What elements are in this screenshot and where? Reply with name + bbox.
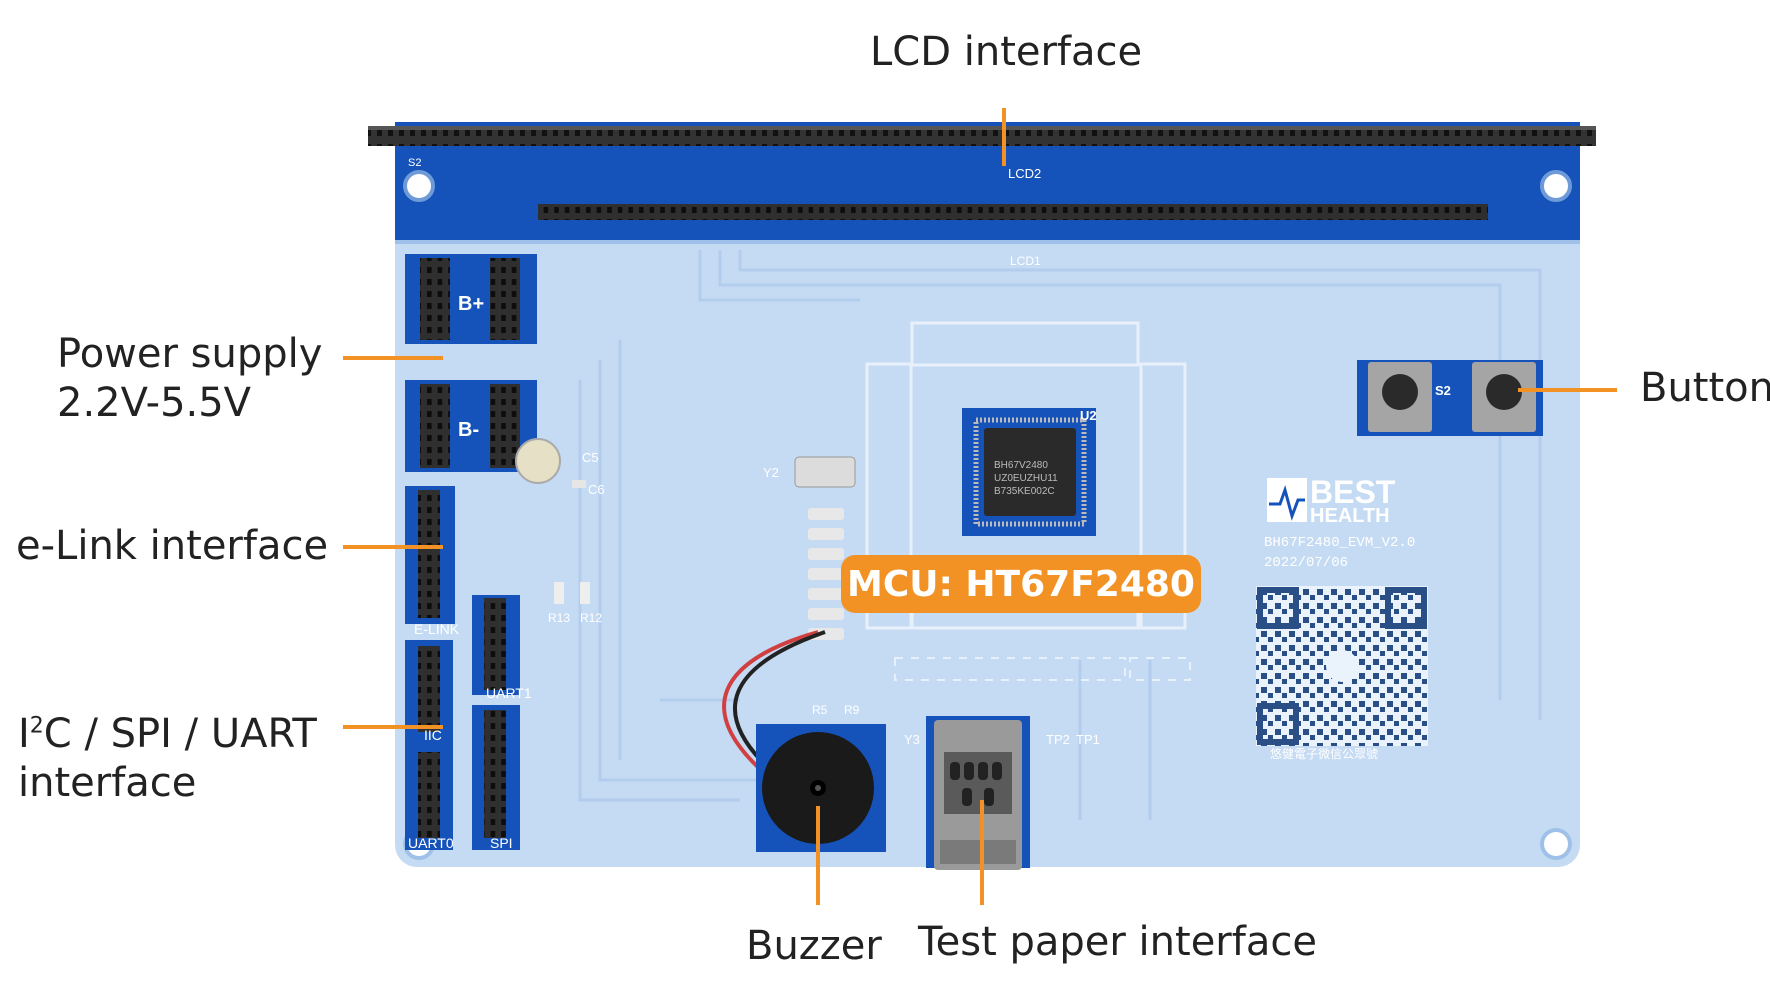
brand-name: BEST [1310,474,1396,510]
s2-button-silk: S2 [1435,383,1451,398]
c5-silk: C5 [582,450,599,465]
chip-marking-1: BH67V2480 [994,460,1048,471]
test-paper-connector [926,716,1030,870]
r12-silk: R12 [580,611,602,625]
qr-code: 悠健電子微信公眾號 [1256,586,1428,761]
r13-silk: R13 [548,611,570,625]
r9-silk: R9 [844,703,860,717]
label-i2c-line2: interface [18,759,197,806]
lcd2-silk: LCD2 [1008,166,1041,181]
brand-logo: BEST HEALTH BH67F2480_EVM_V2.0 2022/07/0… [1264,474,1415,571]
uart1-silk: UART1 [486,685,532,701]
y3-silk: Y3 [904,732,920,747]
buzzer [722,630,886,852]
y2-silk: Y2 [763,465,779,480]
label-test-paper-interface: Test paper interface [918,919,1317,965]
b-minus-silk: B- [458,419,479,441]
lcd1-silk: LCD1 [1010,254,1041,268]
label-i2c-i: I [18,711,30,757]
button-area: S2 [1357,360,1543,436]
i2c-spi-uart-headers: IIC UART0 SPI [405,640,520,851]
label-i2c-superscript: 2 [29,713,44,739]
qr-caption: 悠健電子微信公眾號 [1270,746,1378,761]
brand-name-2: HEALTH [1310,505,1390,527]
label-power-line1: Power supply [57,331,323,377]
label-power-line2: 2.2V-5.5V [57,379,252,426]
u2-silk: U2 [1080,408,1097,423]
leader-lines [343,108,1617,905]
mcu-chip: BH67V2480 UZ0EUZHU11 B735KE002C U2 [962,408,1097,536]
label-i2c-main: C / SPI / UART [43,711,317,757]
chip-marking-3: B735KE002C [994,486,1055,497]
label-i2c-line1: I2C / SPI / UART [18,710,317,759]
tp2-silk: TP2 [1046,732,1070,747]
crystal-y2: Y2 [763,456,856,488]
power-header-b-plus: B+ [405,254,537,344]
elink-header: E-LINK [405,486,460,637]
tp1-silk: TP1 [1076,732,1100,747]
uart0-silk: UART0 [408,835,454,851]
board-name: BH67F2480_EVM_V2.0 [1264,535,1415,551]
s2-silk: S2 [408,157,421,169]
resistors-r13-r12: R13 R12 [548,582,602,625]
label-elink-interface: e-Link interface [16,523,329,569]
b-plus-silk: B+ [458,293,484,315]
mcu-footprint [865,321,1187,630]
label-i2c-spi-uart: I2C / SPI / UART interface [18,710,317,808]
resistor-row [894,657,1191,681]
passive-column [808,508,844,640]
board-date: 2022/07/06 [1264,555,1348,571]
iic-silk: IIC [424,727,442,743]
capacitor: C5 C6 [515,438,605,497]
lcd2-header [368,126,1596,146]
r5-silk: R5 [812,703,828,717]
power-header-b-minus: B- [405,380,537,472]
uart1-header: UART1 [472,595,532,701]
label-buzzer: Buzzer [746,923,882,969]
c6-silk: C6 [588,482,605,497]
spi-silk: SPI [490,835,513,851]
mcu-callout: MCU: HT67F2480 [841,555,1201,613]
label-power-supply: Power supply 2.2V-5.5V [57,330,322,428]
label-lcd-interface: LCD interface [870,29,1143,75]
chip-marking-2: UZ0EUZHU11 [994,473,1058,484]
label-button: Button [1640,365,1770,411]
elink-silk: E-LINK [414,621,460,637]
lcd1-header [538,204,1488,220]
